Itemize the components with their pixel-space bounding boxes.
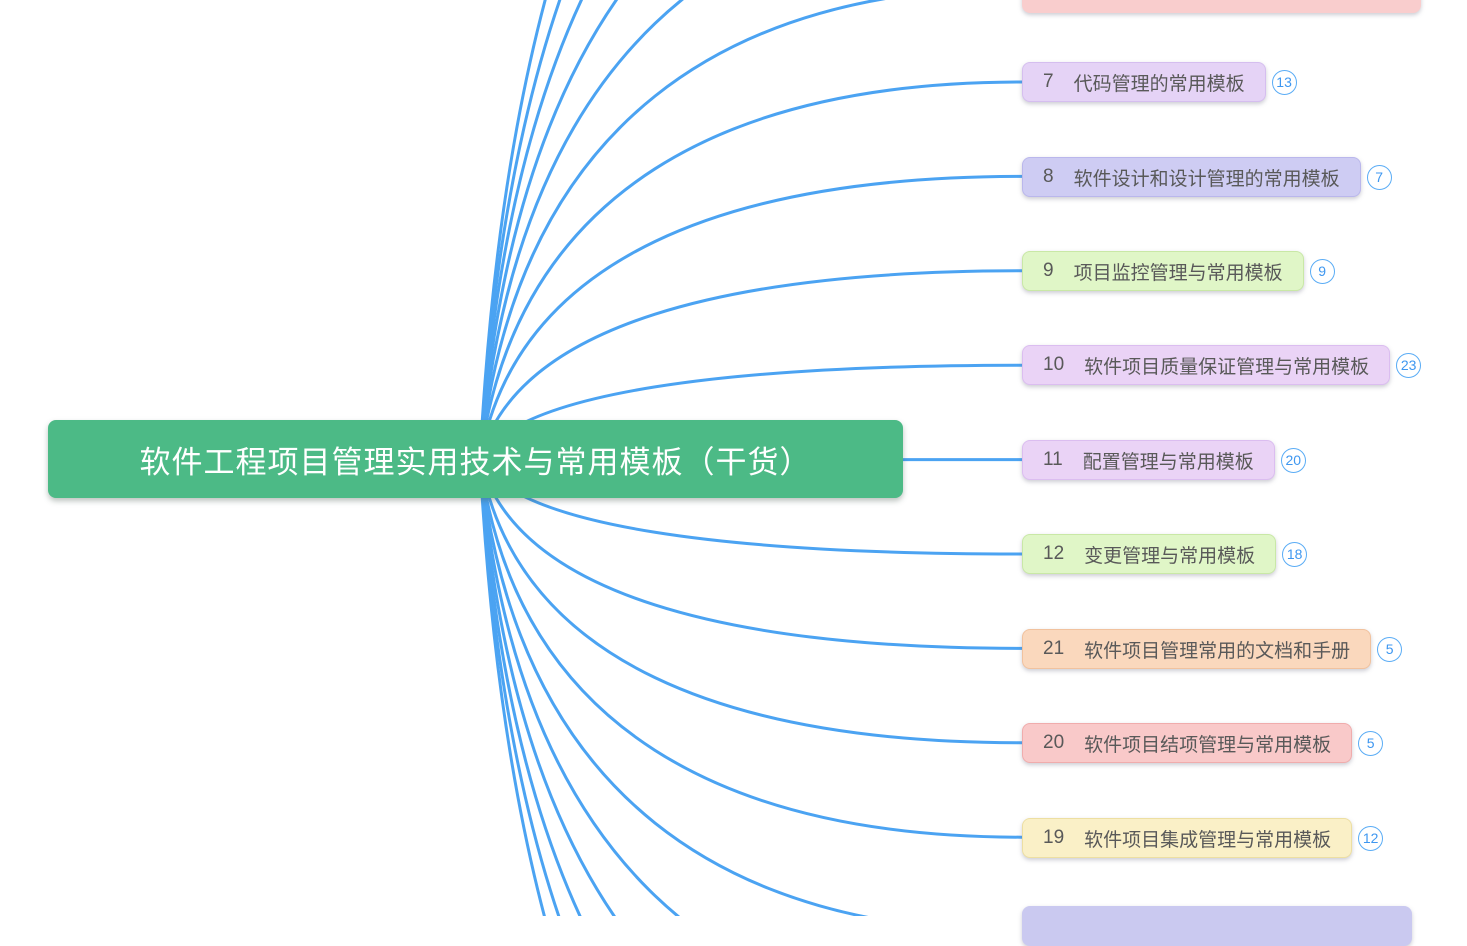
topic-node[interactable]: 21 软件项目管理常用的文档和手册 xyxy=(1022,629,1372,669)
topic-label: 软件项目质量保证管理与常用模板 xyxy=(1084,356,1370,378)
mindmap-canvas: 软件工程项目管理实用技术与常用模板（干货） 7 代码管理的常用模板 13 8 软… xyxy=(48,0,1422,946)
topic-number: 12 xyxy=(1043,543,1065,564)
topic-node[interactable]: 19 软件项目集成管理与常用模板 xyxy=(1022,818,1353,858)
topic-number: 11 xyxy=(1043,449,1063,470)
node-layer: 软件工程项目管理实用技术与常用模板（干货） 7 代码管理的常用模板 13 8 软… xyxy=(48,0,1422,946)
root-topic-label: 软件工程项目管理实用技术与常用模板（干货） xyxy=(139,444,812,480)
topic-row: 19 软件项目集成管理与常用模板 12 xyxy=(1022,818,1384,858)
topic-number: 20 xyxy=(1043,732,1065,753)
topic-label: 代码管理的常用模板 xyxy=(1073,73,1245,95)
branch-edges xyxy=(478,0,1024,916)
topic-label: 软件项目集成管理与常用模板 xyxy=(1084,829,1332,851)
topic-row: 9 项目监控管理与常用模板 9 xyxy=(1022,251,1335,291)
topic-label: 配置管理与常用模板 xyxy=(1082,451,1254,473)
topic-node[interactable]: 7 代码管理的常用模板 xyxy=(1022,62,1266,102)
topic-row: 20 软件项目结项管理与常用模板 5 xyxy=(1022,723,1384,763)
topic-number: 19 xyxy=(1043,827,1065,848)
topic-label: 软件项目结项管理与常用模板 xyxy=(1084,734,1332,756)
topic-row: 10 软件项目质量保证管理与常用模板 23 xyxy=(1022,345,1422,385)
topic-node[interactable]: 8 软件设计和设计管理的常用模板 xyxy=(1022,157,1361,197)
topic-row: 12 变更管理与常用模板 18 xyxy=(1022,534,1308,574)
topic-number: 21 xyxy=(1043,638,1065,659)
topic-node[interactable]: 10 软件项目质量保证管理与常用模板 xyxy=(1022,345,1391,385)
collapsed-count-badge[interactable]: 20 xyxy=(1280,447,1306,473)
collapsed-count-badge[interactable]: 13 xyxy=(1271,69,1297,95)
topic-label: 软件项目管理常用的文档和手册 xyxy=(1084,640,1351,662)
collapsed-count-badge[interactable]: 5 xyxy=(1358,730,1384,756)
topic-row: 8 软件设计和设计管理的常用模板 7 xyxy=(1022,157,1392,197)
collapsed-count-badge[interactable]: 18 xyxy=(1282,541,1308,567)
topic-node[interactable]: 20 软件项目结项管理与常用模板 xyxy=(1022,723,1353,763)
topic-number: 10 xyxy=(1043,354,1065,375)
topic-node[interactable]: 11 配置管理与常用模板 xyxy=(1022,440,1275,480)
root-topic[interactable]: 软件工程项目管理实用技术与常用模板（干货） xyxy=(48,420,903,498)
topic-node-partial-bottom[interactable] xyxy=(1022,906,1412,946)
collapsed-count-badge[interactable]: 12 xyxy=(1358,825,1384,851)
topic-node[interactable]: 12 变更管理与常用模板 xyxy=(1022,534,1277,574)
topic-row: 7 代码管理的常用模板 13 xyxy=(1022,62,1297,102)
topic-number: 9 xyxy=(1043,260,1054,281)
collapsed-count-badge[interactable]: 23 xyxy=(1396,352,1422,378)
topic-node[interactable]: 9 项目监控管理与常用模板 xyxy=(1022,251,1304,291)
topic-number: 8 xyxy=(1043,166,1054,187)
collapsed-count-badge[interactable]: 5 xyxy=(1377,636,1403,662)
topic-label: 软件设计和设计管理的常用模板 xyxy=(1073,168,1340,190)
topic-label: 变更管理与常用模板 xyxy=(1084,545,1256,567)
topic-label: 项目监控管理与常用模板 xyxy=(1073,262,1283,284)
topic-row: 11 配置管理与常用模板 20 xyxy=(1022,440,1306,480)
topic-number: 7 xyxy=(1043,71,1054,92)
collapsed-count-badge[interactable]: 9 xyxy=(1309,258,1335,284)
topic-row: 21 软件项目管理常用的文档和手册 5 xyxy=(1022,629,1403,669)
topic-node-partial-top[interactable] xyxy=(1022,0,1421,13)
collapsed-count-badge[interactable]: 7 xyxy=(1366,164,1392,190)
